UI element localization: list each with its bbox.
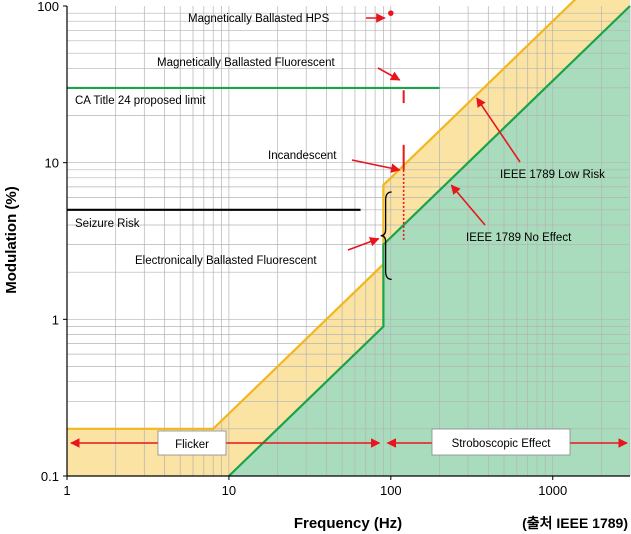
y-tick-label: 0.1 <box>41 469 59 484</box>
x-tick-label: 1000 <box>538 483 567 498</box>
ieee-no-effect-arrow <box>450 184 486 226</box>
y-axis-title: Modulation (%) <box>3 186 20 293</box>
electronic-fluorescent-arrow <box>347 237 380 251</box>
reference-lines <box>67 86 440 211</box>
stroboscopic-label: Stroboscopic Effect <box>452 438 552 450</box>
ieee-low-risk-arrow <box>476 97 521 163</box>
stroboscopic-label-box <box>431 428 571 456</box>
ieee-no-effect-label: IEEE 1789 No Effect <box>466 232 572 244</box>
x-tick-label: 1 <box>63 483 70 498</box>
x-axis-title: Frequency (Hz) <box>294 515 402 532</box>
mag-fluorescent-arrow <box>377 67 401 81</box>
flicker-label: Flicker <box>175 439 209 451</box>
ca-title24-label: CA Title 24 proposed limit <box>75 95 206 107</box>
mag-fluorescent-label: Magnetically Ballasted Fluorescent <box>157 57 336 69</box>
y-tick-label: 10 <box>45 156 59 171</box>
hps-point <box>388 10 394 16</box>
no-effect-region <box>228 6 630 476</box>
light-source-markers <box>380 10 405 280</box>
series-line-no-effect <box>228 5 631 477</box>
x-tick-label: 100 <box>380 483 402 498</box>
flicker-label-box <box>157 430 227 456</box>
y-tick-label: 100 <box>37 0 59 14</box>
incandescent-arrow <box>351 159 401 173</box>
y-tick-label: 1 <box>52 312 59 327</box>
seizure-risk-label: Seizure Risk <box>75 218 140 230</box>
source-note: (출처 IEEE 1789) <box>522 515 628 531</box>
electronic-fluorescent-bracket <box>380 191 392 280</box>
risk-region-fills <box>67 0 630 476</box>
hps-label: Magnetically Ballasted HPS <box>188 13 330 25</box>
axes: 1 10 100 1000 0.1 1 10 100 <box>37 0 630 498</box>
electronic-fluorescent-label: Electronically Ballasted Fluorescent <box>135 255 317 267</box>
series-lines <box>67 0 631 477</box>
x-tick-label: 10 <box>222 483 236 498</box>
incandescent-label: Incandescent <box>268 150 337 162</box>
ieee-low-risk-label: IEEE 1789 Low Risk <box>500 169 605 181</box>
